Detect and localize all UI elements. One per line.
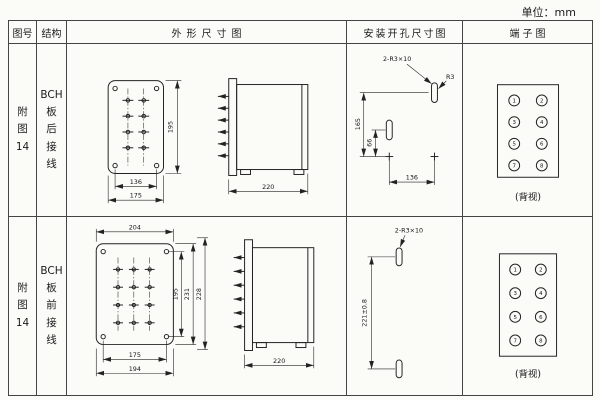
rear-view-caption-row1: (背视) xyxy=(515,191,541,203)
mounting-slot-top-right xyxy=(430,82,438,103)
terminal-number: 7 xyxy=(512,163,515,169)
dim-row1-mount-v-inner: 66 xyxy=(365,139,373,147)
header-fig-no: 图号 xyxy=(8,20,37,44)
header-structure: 结构 xyxy=(36,20,67,44)
dim-row2-front-height-inner: 195 xyxy=(171,288,179,300)
dim-row2-front-width-top: 204 xyxy=(128,223,140,231)
row2-outline-cell: 204 xyxy=(66,216,347,396)
row2-fig-no-cell: 附 图 14 xyxy=(8,216,37,396)
mounting-row2-dimensions: 221±0.8 xyxy=(360,256,395,370)
dim-row2-front-width-outer: 194 xyxy=(128,365,140,373)
label-row2-slot: 2-R3×10 xyxy=(394,226,422,234)
row1-structure-cell: BCH 板 后 接 线 xyxy=(36,43,67,217)
mounting-row1-dimensions: 165 66 136 xyxy=(353,92,435,186)
mounting-drawing-row1: 2-R3×10 R3 165 66 xyxy=(353,55,454,186)
front-view-row2-top-dim: 204 xyxy=(95,223,174,242)
terminal-drawing-row1: 1 3 5 7 2 4 6 8 (背视) xyxy=(496,84,559,203)
terminal-number: 5 xyxy=(512,142,515,148)
dim-row2-front-height-mid: 231 xyxy=(183,288,191,300)
side-view-row2-dimensions: 220 xyxy=(243,346,314,369)
terminal-box-row2 xyxy=(498,253,557,357)
terminal-number: 8 xyxy=(540,163,544,169)
row2-structure: BCH 板 前 接 线 xyxy=(40,264,63,346)
mounting-slot-mid-left xyxy=(385,119,393,141)
terminal-number: 1 xyxy=(512,98,515,104)
mounting-row1-labels: 2-R3×10 R3 xyxy=(382,55,454,89)
dim-row1-front-width-inner: 136 xyxy=(129,178,141,186)
front-view-row1-dimensions: 195 136 175 xyxy=(107,80,181,204)
dim-row1-side-depth: 220 xyxy=(262,183,274,191)
front-view-row2-dimensions: 175 194 195 231 xyxy=(95,237,208,377)
terminal-box-row1 xyxy=(496,84,559,178)
dim-row2-side-depth: 220 xyxy=(273,357,285,365)
row2-mounting-cell: 2-R3×10 221±0.8 xyxy=(346,216,463,396)
terminal-number: 4 xyxy=(540,120,544,126)
row1-mounting-cell: 2-R3×10 R3 165 66 xyxy=(346,43,463,217)
side-view-row1 xyxy=(217,78,308,176)
row2-terminal-cell: 1 3 5 7 2 4 6 8 (背视) xyxy=(462,216,593,396)
dim-row1-front-width-outer: 175 xyxy=(129,192,141,200)
header-outline: 外形尺寸图 xyxy=(66,20,347,44)
label-row1-radius: R3 xyxy=(445,73,454,81)
row2-structure-cell: BCH 板 前 接 线 xyxy=(36,216,67,396)
dim-row2-front-width-inner: 175 xyxy=(128,351,140,359)
terminal-number: 6 xyxy=(539,315,543,321)
label-row1-slot: 2-R3×10 xyxy=(382,55,410,63)
header-row: 图号 结构 外形尺寸图 安装开孔尺寸图 端子图 xyxy=(8,20,593,44)
terminal-number: 2 xyxy=(539,268,542,274)
terminal-number: 8 xyxy=(539,338,543,344)
terminal-number: 1 xyxy=(513,268,516,274)
row1-structure: BCH 板 后 接 线 xyxy=(40,88,63,170)
table-row-2: 附 图 14 BCH 板 前 接 线 204 xyxy=(8,216,593,396)
mounting-row2-labels: 2-R3×10 xyxy=(394,226,423,248)
terminal-drawing-row2: 1 3 5 7 2 4 6 8 (背视) xyxy=(498,253,557,380)
terminal-circles-row1: 1 3 5 7 2 4 6 8 xyxy=(507,94,548,172)
dim-row1-mount-h: 136 xyxy=(405,174,417,182)
front-view-row2 xyxy=(95,243,174,346)
terminal-number: 4 xyxy=(539,291,543,297)
row1-terminal-cell: 1 3 5 7 2 4 6 8 (背视) xyxy=(462,43,593,217)
dim-row2-front-height-outer: 228 xyxy=(195,288,203,300)
dim-row1-front-height: 195 xyxy=(166,121,174,133)
rear-view-caption-row2: (背视) xyxy=(515,368,541,380)
dim-row2-mount-v: 221±0.8 xyxy=(360,299,368,327)
mounting-drawing-row2: 2-R3×10 221±0.8 xyxy=(360,226,423,379)
table-row-1: 附 图 14 BCH 板 后 接 线 xyxy=(8,43,593,217)
row1-fig-no-cell: 附 图 14 xyxy=(8,43,37,217)
mounting-slots-row2 xyxy=(395,247,403,379)
dim-row1-mount-v-outer: 165 xyxy=(353,118,361,130)
mounting-slots-row1 xyxy=(384,82,438,161)
mounting-slot-top xyxy=(395,247,403,267)
header-mounting: 安装开孔尺寸图 xyxy=(346,20,463,44)
unit-label: 单位：mm xyxy=(521,6,576,19)
terminal-number: 3 xyxy=(512,120,515,126)
outline-drawing-row1: 195 136 175 xyxy=(107,78,308,204)
terminal-number: 2 xyxy=(540,98,543,104)
terminal-number: 7 xyxy=(513,338,516,344)
row1-outline-cell: 195 136 175 xyxy=(66,43,347,217)
row2-fig-no: 附 图 14 xyxy=(15,282,30,329)
mounting-slot-bottom xyxy=(395,359,403,379)
terminal-number: 5 xyxy=(513,315,516,321)
side-view-row1-dimensions: 220 xyxy=(227,173,308,195)
terminal-number: 6 xyxy=(540,142,544,148)
outline-drawing-row2: 204 xyxy=(95,223,314,377)
terminal-circles-row2: 1 3 5 7 2 4 6 8 xyxy=(508,263,547,347)
side-view-row2 xyxy=(233,239,314,351)
spec-table: 图号 结构 外形尺寸图 安装开孔尺寸图 端子图 附 图 14 BCH 板 后 接… xyxy=(8,20,593,396)
terminal-number: 3 xyxy=(513,291,516,297)
front-view-row1 xyxy=(107,80,164,174)
header-terminal: 端子图 xyxy=(462,20,593,44)
row1-fig-no: 附 图 14 xyxy=(15,106,30,153)
